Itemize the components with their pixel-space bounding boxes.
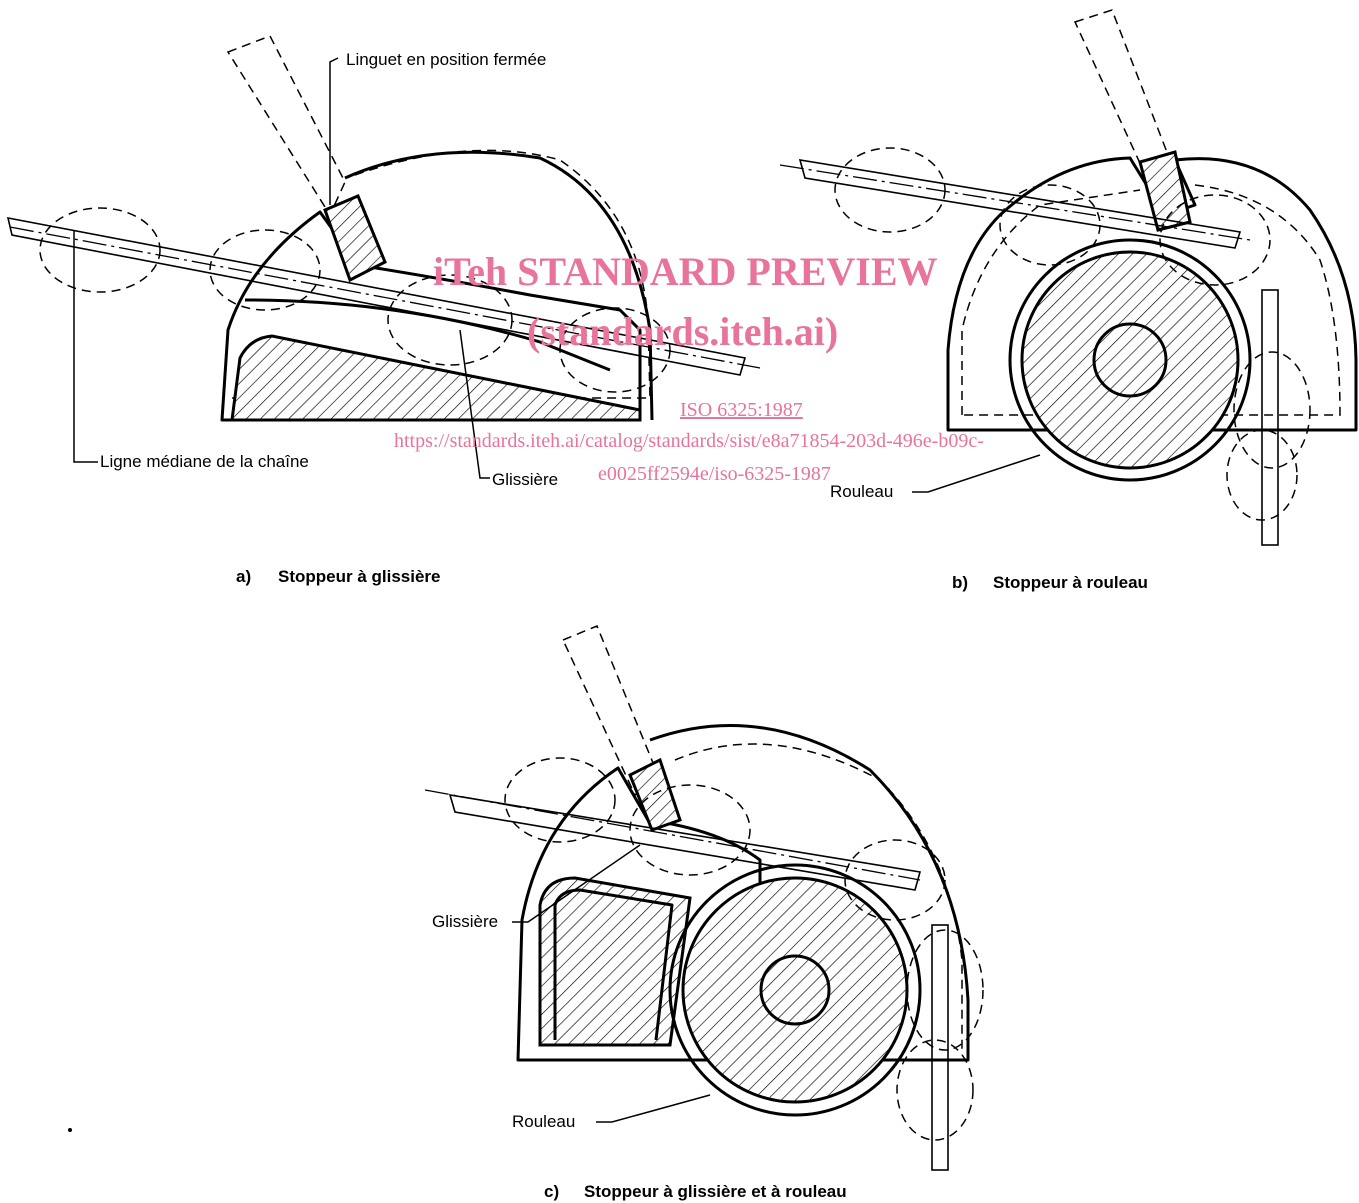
chain-link-5 bbox=[896, 1039, 974, 1141]
chain-link-3 bbox=[387, 274, 513, 366]
label-roller-c: Rouleau bbox=[512, 1112, 575, 1131]
figure-b-roller-stopper: Rouleau b) Stoppeur à rouleau bbox=[779, 9, 1358, 592]
housing-dashed-inner bbox=[961, 184, 1341, 416]
pawl-block bbox=[628, 757, 682, 832]
caption-letter-b: b) bbox=[952, 573, 968, 592]
caption-letter-c: c) bbox=[544, 1182, 559, 1201]
label-slide-a: Glissière bbox=[492, 470, 558, 489]
housing-arc bbox=[518, 723, 970, 1062]
stopper-body bbox=[516, 766, 762, 1062]
pawl-block bbox=[1138, 150, 1192, 232]
caption-a: Stoppeur à glissière bbox=[278, 567, 441, 586]
stray-dot bbox=[68, 1128, 72, 1132]
chain-link-4 bbox=[1233, 351, 1311, 469]
watermark: iTeh STANDARD PREVIEW (standards.iteh.ai… bbox=[394, 249, 984, 485]
slide-inner bbox=[553, 888, 674, 1041]
pawl-lever-dashed bbox=[226, 35, 346, 217]
chain-centerline bbox=[779, 164, 1251, 241]
slide-leader bbox=[459, 329, 490, 479]
roller-hatched bbox=[1020, 250, 1240, 470]
chain-link-4 bbox=[906, 929, 984, 1051]
caption-b: Stoppeur à rouleau bbox=[993, 573, 1148, 592]
chain-centerline bbox=[9, 226, 761, 369]
watermark-title: iTeh STANDARD PREVIEW bbox=[433, 249, 938, 294]
watermark-url-2: e0025ff2594e/iso-6325-1987 bbox=[598, 463, 831, 485]
chain-bar bbox=[6, 216, 747, 376]
slide-leader bbox=[512, 844, 641, 923]
label-chain-centerline: Ligne médiane de la chaîne bbox=[100, 452, 309, 471]
chain-link-1 bbox=[504, 757, 616, 843]
label-slide-c: Glissière bbox=[432, 912, 498, 931]
chain-centerline bbox=[424, 789, 921, 881]
chain-bar bbox=[448, 794, 922, 891]
figure-c-slide-and-roller-stopper: Glissière Rouleau c) Stoppeur à glissièr… bbox=[424, 625, 984, 1201]
roller-hatched bbox=[681, 876, 909, 1104]
roller-hub bbox=[759, 954, 831, 1026]
chain-link-2 bbox=[999, 184, 1101, 266]
roller-leader bbox=[596, 1094, 711, 1123]
chain-vertical-bar bbox=[931, 924, 949, 1171]
slide-glissiere bbox=[230, 334, 642, 422]
roller-outer bbox=[1008, 238, 1252, 482]
chain-link-4 bbox=[559, 307, 671, 393]
figure-a-slide-stopper: Linguet en position fermée Ligne médiane… bbox=[6, 35, 761, 586]
watermark-standard: ISO 6325:1987 bbox=[680, 399, 803, 421]
label-pawl-closed: Linguet en position fermée bbox=[346, 50, 546, 69]
label-roller-b: Rouleau bbox=[830, 482, 893, 501]
roller-hub bbox=[1092, 322, 1168, 398]
housing-arc bbox=[344, 150, 654, 421]
slide-glissiere bbox=[538, 876, 692, 1047]
roller-outer bbox=[668, 863, 922, 1117]
chain-bar bbox=[798, 159, 1242, 249]
watermark-url-1: https://standards.iteh.ai/catalog/standa… bbox=[394, 430, 984, 452]
chain-link-3 bbox=[1159, 194, 1271, 286]
caption-letter-a: a) bbox=[236, 567, 251, 586]
watermark-site: (standards.iteh.ai) bbox=[527, 309, 838, 354]
pawl-leader bbox=[329, 57, 339, 205]
chain-link-2 bbox=[209, 229, 321, 311]
roller-leader bbox=[912, 454, 1041, 493]
chain-link-1 bbox=[834, 147, 946, 233]
slide-inner-top bbox=[244, 298, 611, 372]
stopper-housing bbox=[946, 156, 1358, 432]
caption-c: Stoppeur à glissière et à rouleau bbox=[584, 1182, 847, 1201]
chain-link-2 bbox=[629, 784, 751, 876]
chain-link-3 bbox=[844, 839, 946, 921]
chain-link-1 bbox=[39, 207, 161, 293]
pawl-block bbox=[323, 194, 387, 283]
chain-vertical-bar bbox=[1261, 289, 1279, 546]
centerline-leader bbox=[73, 230, 98, 463]
